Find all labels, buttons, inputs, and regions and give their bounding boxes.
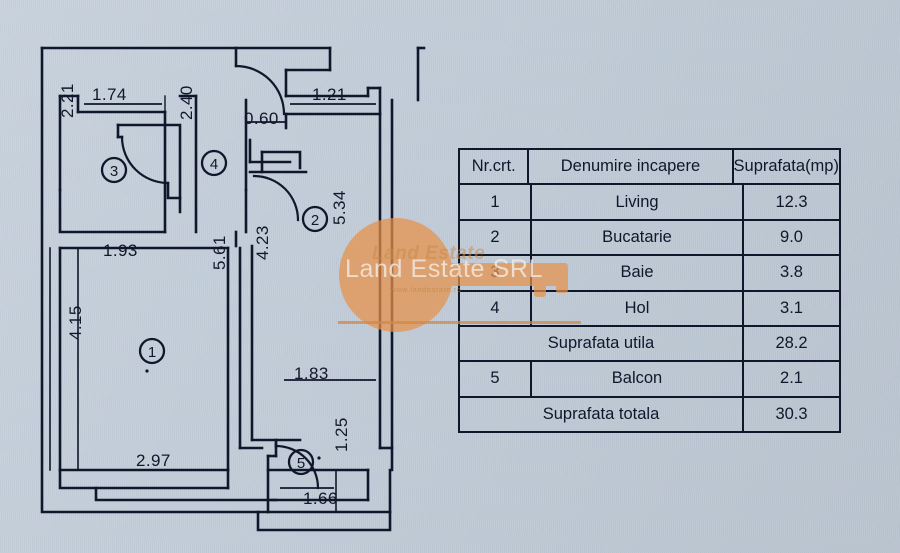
- header-nr: Nr.crt.: [460, 150, 530, 184]
- cell-subtotal-label: Suprafata utila: [460, 326, 744, 361]
- table-row-subtotal: Suprafata utila 28.2: [460, 326, 839, 363]
- dim-2-21: 2.21: [58, 83, 77, 118]
- cell-total-label: Suprafata totala: [460, 397, 744, 431]
- cell-area: 2.1: [780, 369, 803, 388]
- dim-2-40: 2.40: [177, 85, 196, 120]
- cell-nr: 4: [460, 291, 532, 325]
- dim-1-93: 1.93: [103, 241, 138, 260]
- room-marker-5-circle: [287, 448, 315, 476]
- room-marker-3-label: 3: [110, 163, 118, 180]
- dim-1-83: 1.83: [294, 364, 329, 383]
- room-marker-4-circle: [200, 149, 228, 177]
- table-row: 4 Hol 3.1: [460, 291, 839, 327]
- table-row: 1 Living 12.3: [460, 185, 839, 221]
- cell-area: 3.8: [780, 263, 803, 282]
- cell-area: 3.1: [780, 298, 803, 317]
- dim-4-15: 4.15: [66, 305, 85, 340]
- dim-1-66: 1.66: [303, 489, 338, 508]
- cell-name: Baie: [532, 256, 744, 290]
- cell-subtotal-area: 28.2: [775, 334, 808, 353]
- table-row-total: Suprafata totala 30.3: [460, 397, 839, 431]
- cell-nr: 5: [460, 362, 532, 396]
- header-area: Suprafata(mp): [733, 157, 839, 176]
- cell-name: Hol: [532, 291, 744, 325]
- room-marker-1-label: 1: [148, 344, 156, 361]
- table-row: 2 Bucatarie 9.0: [460, 220, 839, 257]
- table-row: 5 Balcon 2.1: [460, 362, 839, 398]
- dim-4-23: 4.23: [253, 225, 272, 260]
- cell-area: 12.3: [775, 192, 808, 211]
- dim-5-34: 5.34: [330, 190, 349, 225]
- dim-1-74: 1.74: [92, 85, 127, 104]
- cell-nr: 2: [460, 220, 532, 255]
- dim-1-21: 1.21: [312, 85, 347, 104]
- cell-nr: 3: [460, 256, 532, 290]
- room-schedule-table: Nr.crt. Denumire incapere Suprafata(mp) …: [458, 148, 841, 433]
- dim-2-97: 2.97: [136, 451, 171, 470]
- room-marker-2-circle: [301, 205, 329, 233]
- table-row: 3 Baie 3.8: [460, 256, 839, 292]
- room-marker-3-circle: [100, 156, 128, 184]
- dim-0-60: 0.60: [244, 109, 279, 128]
- cell-total-area: 30.3: [775, 404, 808, 423]
- cell-nr: 1: [460, 185, 532, 219]
- room-marker-5-label: 5: [297, 455, 305, 472]
- room-marker-2-label: 2: [311, 212, 319, 229]
- cell-name: Balcon: [532, 362, 744, 396]
- table-header-row: Nr.crt. Denumire incapere Suprafata(mp): [460, 150, 839, 186]
- dim-5-61: 5.61: [210, 235, 229, 270]
- header-name: Denumire incapere: [529, 150, 734, 184]
- cell-name: Living: [532, 185, 744, 219]
- dim-1-25: 1.25: [332, 417, 351, 452]
- room-marker-4-label: 4: [210, 156, 218, 173]
- cell-name: Bucatarie: [532, 220, 744, 255]
- room-marker-1-circle: [138, 337, 166, 365]
- cell-area: 9.0: [780, 227, 803, 246]
